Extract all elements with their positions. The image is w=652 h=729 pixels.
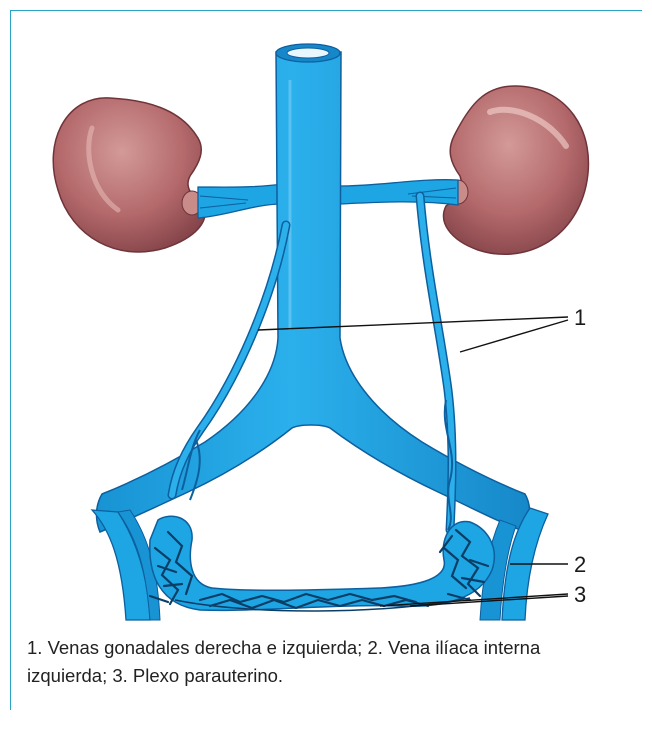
caption-line-2: izquierda; 3. Plexo parauterino. [27,662,627,690]
parauterine-plexus [150,516,495,611]
left-renal-vein [198,184,282,218]
label-2: 2 [574,552,586,577]
right-kidney [444,86,589,254]
right-renal-vein [340,180,458,205]
left-kidney [53,98,205,252]
venous-anatomy-illustration: 1 2 3 [11,11,642,624]
figure-caption: 1. Venas gonadales derecha e izquierda; … [27,634,627,690]
caption-line-1: 1. Venas gonadales derecha e izquierda; … [27,634,627,662]
label-3: 3 [574,582,586,607]
label-1: 1 [574,305,586,330]
